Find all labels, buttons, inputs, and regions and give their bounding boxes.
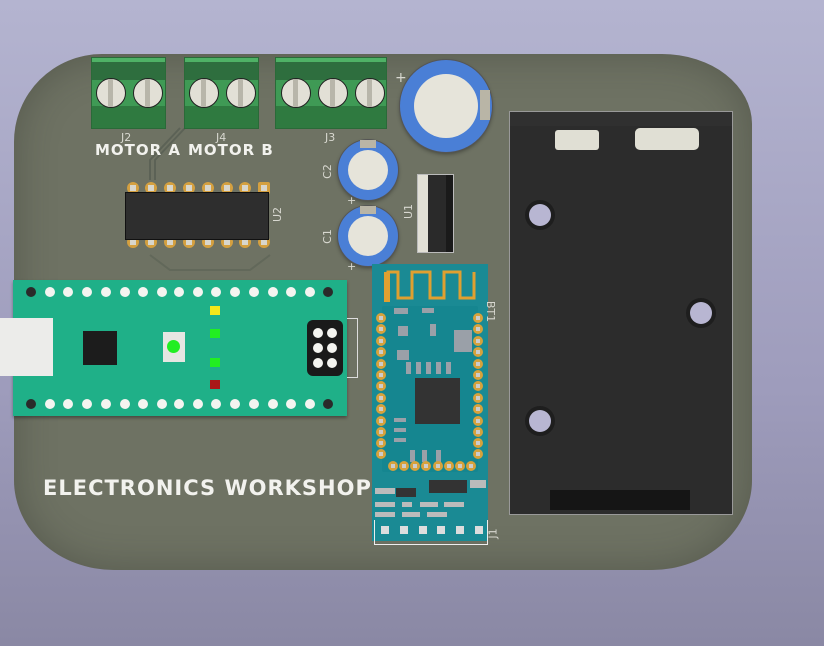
battery-holder — [509, 111, 733, 515]
ref-label-c2: C2 — [320, 164, 334, 179]
icsp-header — [307, 320, 343, 376]
battery-terminal-small — [555, 130, 599, 150]
led-yellow — [210, 306, 220, 315]
screw-terminal-j4 — [184, 57, 259, 129]
led-green-2 — [210, 358, 220, 367]
screw-terminal-j2 — [91, 57, 166, 129]
screw-terminal-j3 — [275, 57, 387, 129]
mcu-pin-row-top — [26, 287, 336, 299]
c2-polarity: + — [347, 194, 357, 207]
reset-button[interactable] — [163, 332, 185, 362]
large-capacitor — [400, 60, 492, 152]
ref-label-c1: C1 — [320, 229, 334, 244]
battery-terminal-large — [635, 128, 699, 150]
ic-u2 — [120, 180, 275, 250]
motor-b-label: MOTOR B — [188, 141, 274, 159]
polarity-mark: + — [395, 70, 407, 86]
bt-chip — [415, 378, 460, 424]
mcu-chip — [83, 331, 117, 365]
bt-pads-bottom — [388, 461, 478, 471]
ref-label-j1: J1 — [486, 528, 500, 539]
ref-label-j3: J3 — [325, 131, 336, 144]
board-title: ELECTRONICS WORKSHOP — [43, 476, 372, 500]
ref-label-bt1: BT1 — [484, 300, 498, 323]
led-green-1 — [210, 329, 220, 338]
bt-pads-right — [473, 313, 485, 463]
c1-polarity: + — [347, 260, 357, 273]
ref-label-j4: J4 — [216, 131, 227, 144]
led-red — [210, 380, 220, 389]
mcu-pin-row-bottom — [26, 399, 336, 411]
header-j1 — [374, 520, 488, 545]
capacitor-c2 — [338, 140, 398, 200]
ref-label-u1: U1 — [402, 203, 416, 220]
regulator-u1 — [417, 174, 454, 253]
bluetooth-module — [372, 264, 488, 541]
antenna-trace — [384, 270, 476, 302]
usb-connector[interactable] — [0, 318, 53, 376]
ref-label-j2: J2 — [121, 131, 132, 144]
bt-pads-left — [376, 313, 388, 463]
mcu-board — [13, 280, 347, 416]
motor-a-label: MOTOR A — [95, 141, 182, 159]
capacitor-c1 — [338, 206, 398, 266]
icsp-outline — [347, 318, 358, 378]
ref-label-u2: U2 — [271, 206, 285, 223]
